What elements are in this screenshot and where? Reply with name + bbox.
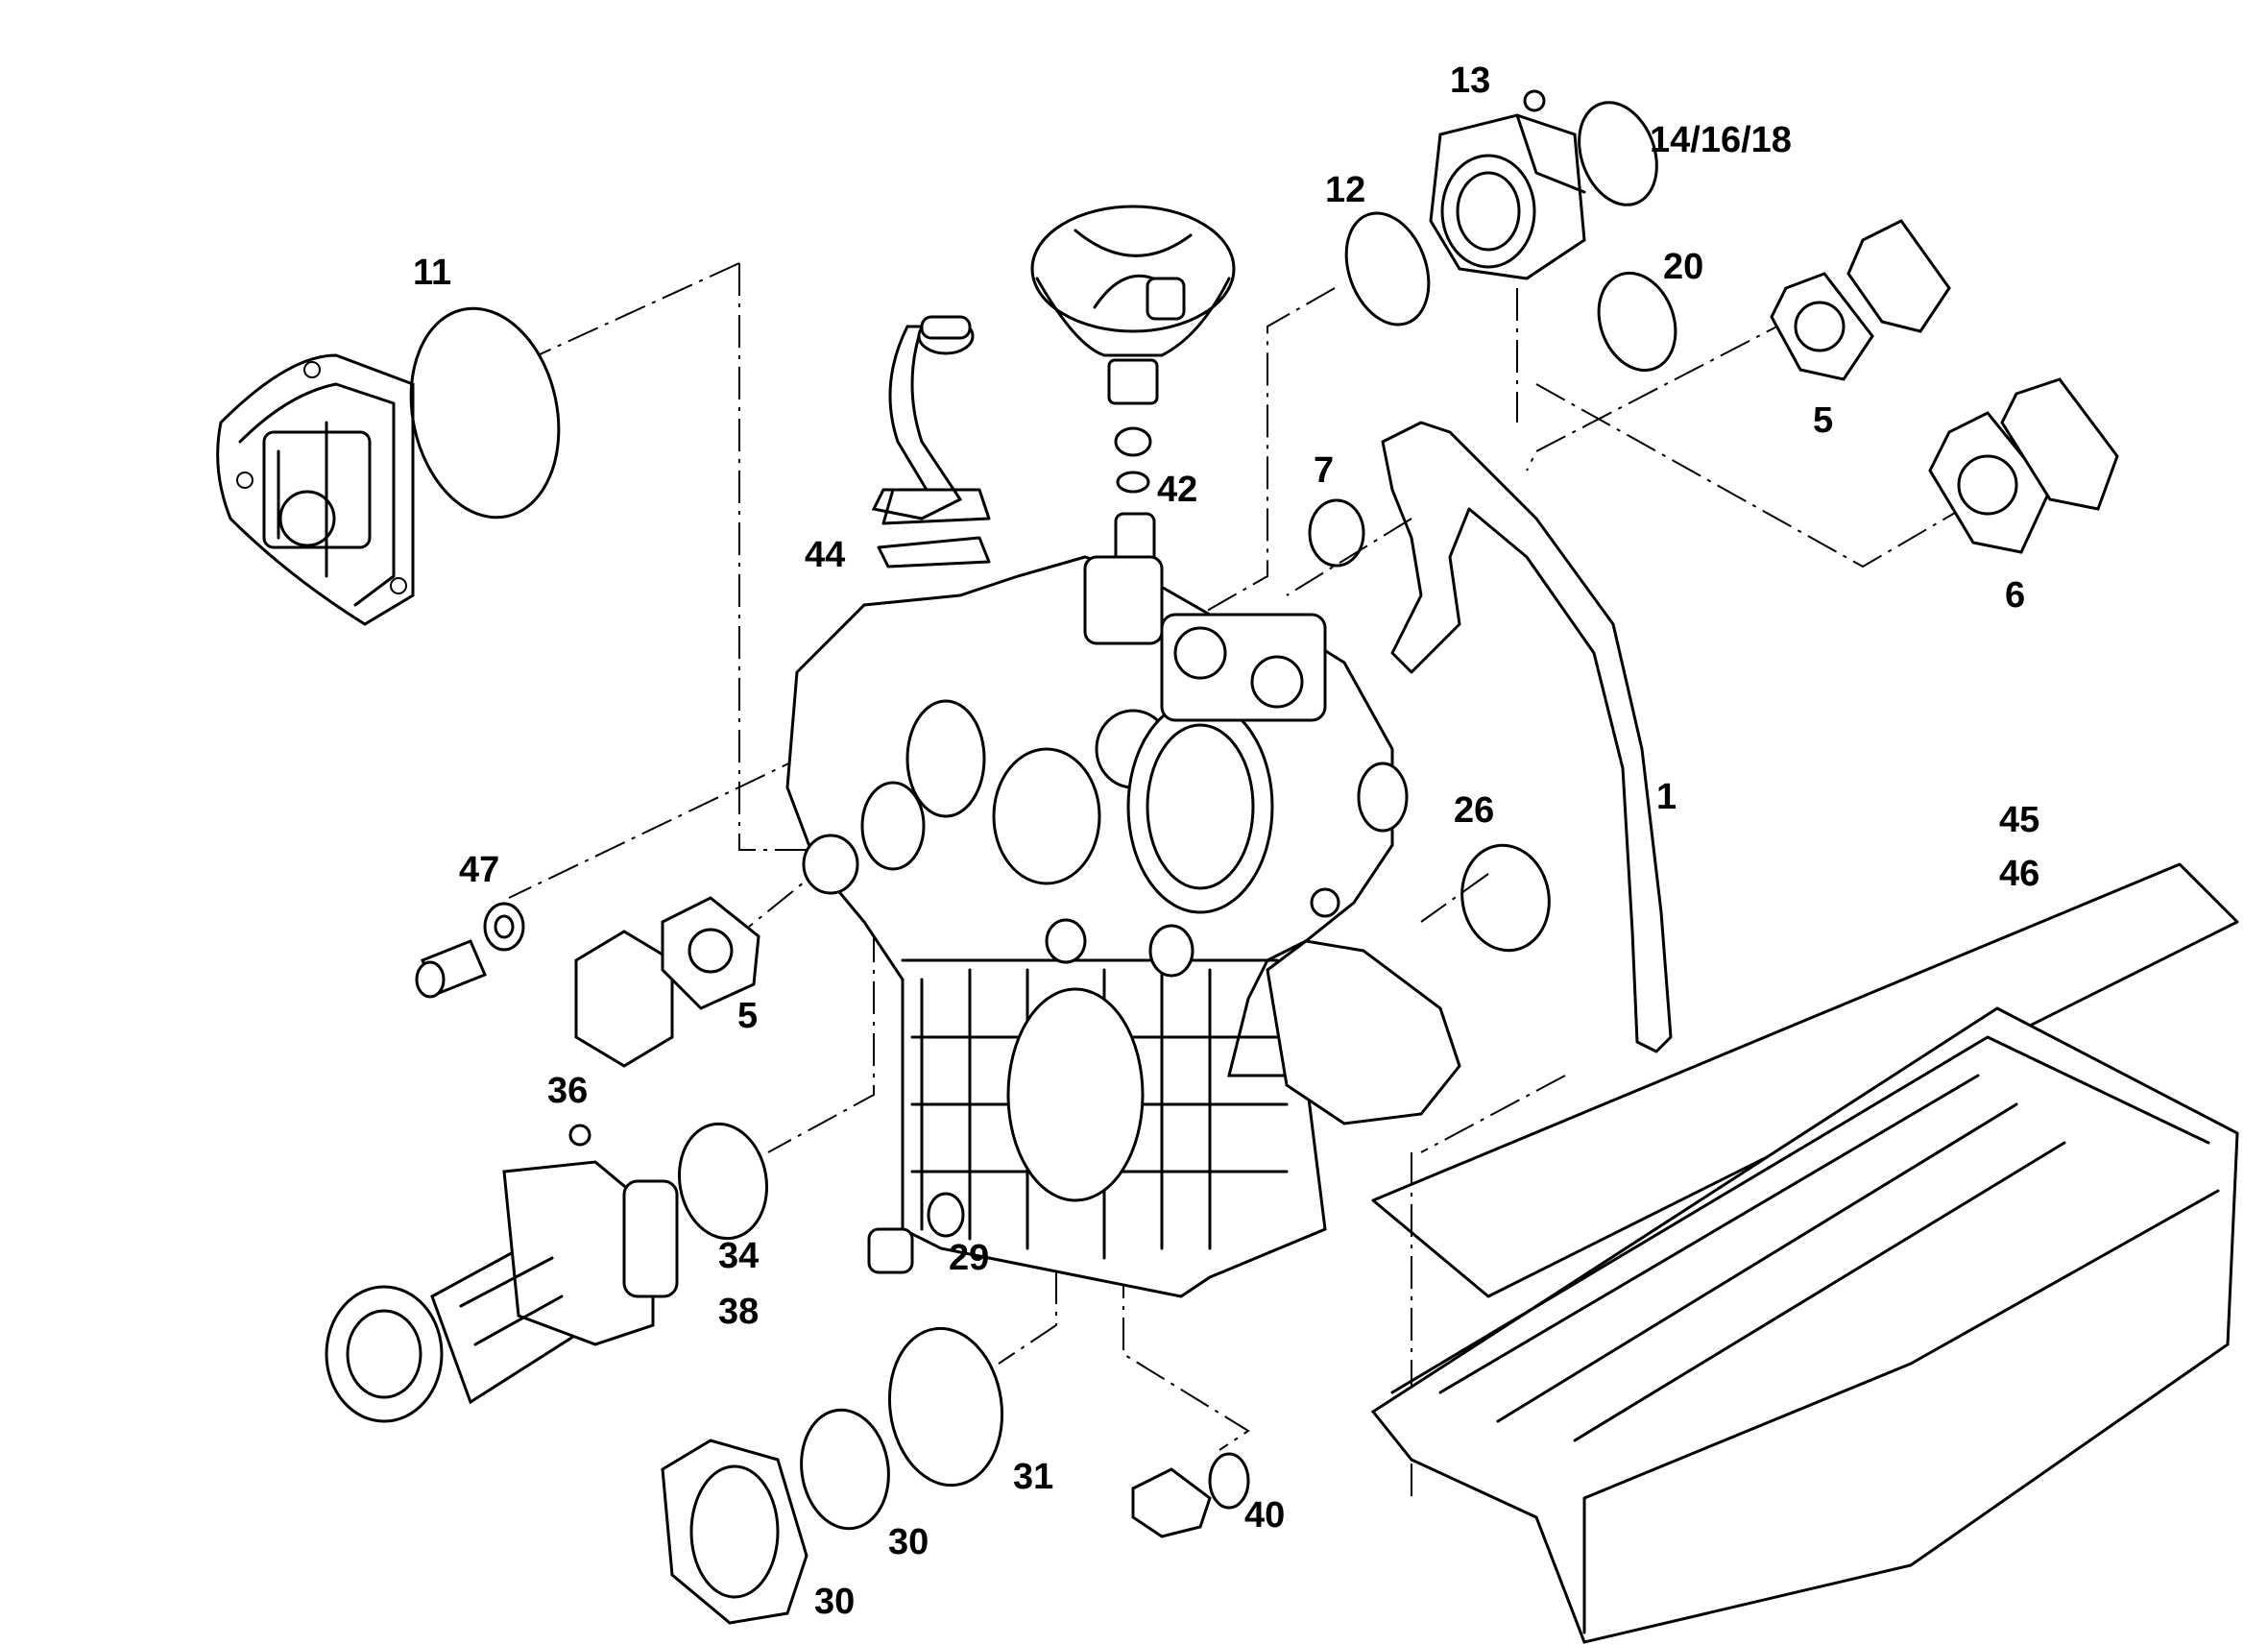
label-11: 11 — [413, 253, 451, 293]
part-26-o-ring — [1460, 843, 1551, 953]
part-42-breather — [1030, 205, 1236, 583]
label-26: 26 — [1454, 790, 1494, 831]
label-44: 44 — [805, 535, 845, 575]
label-31: 31 — [1013, 1457, 1053, 1497]
part-13-washer — [1523, 89, 1546, 112]
part-45-46-gasket — [1371, 862, 2239, 1298]
part-1-gasket — [1381, 421, 1673, 1053]
part-14-16-18-ring — [1578, 101, 1658, 206]
label-14-16-18: 14/16/18 — [1650, 120, 1792, 160]
part-11-cover — [216, 353, 415, 626]
label-6: 6 — [2005, 575, 2025, 616]
part-47-plug — [415, 902, 525, 999]
label-13: 13 — [1450, 60, 1490, 101]
part-20-o-ring — [1597, 271, 1677, 373]
part-11-o-ring — [409, 306, 561, 520]
part-44-tube — [871, 315, 991, 568]
label-5-right: 5 — [1813, 400, 1833, 441]
label-7: 7 — [1314, 450, 1334, 491]
label-5-left: 5 — [737, 996, 758, 1036]
part-5-plate-right — [1770, 219, 1951, 381]
part-14-housing — [1429, 113, 1586, 280]
label-1: 1 — [1656, 777, 1677, 817]
label-20: 20 — [1663, 247, 1703, 287]
part-7-ring — [1308, 498, 1365, 568]
label-38: 38 — [718, 1292, 759, 1332]
label-47: 47 — [459, 850, 499, 890]
label-46: 46 — [1999, 854, 2039, 894]
part-40-flange — [1131, 1452, 1250, 1538]
callouts: 13 14/16/18 12 20 11 5 7 42 44 6 1 26 45… — [413, 60, 2039, 1622]
part-36-washer — [568, 1124, 591, 1147]
label-30-lower: 30 — [814, 1582, 855, 1622]
part-12-o-ring — [1344, 211, 1431, 327]
label-45: 45 — [1999, 800, 2039, 840]
part-5-plate-left — [574, 896, 760, 1068]
label-42: 42 — [1157, 470, 1197, 510]
part-30-seal-housing — [661, 1439, 808, 1625]
part-30-seal — [800, 1408, 890, 1531]
part-31-o-ring — [887, 1326, 1004, 1488]
gear-shaft-assembly — [325, 1160, 679, 1423]
label-34: 34 — [718, 1236, 759, 1276]
label-12: 12 — [1325, 170, 1365, 210]
engine-housing — [785, 555, 1461, 1298]
oil-pan — [1370, 1006, 2239, 1644]
part-29-plug — [867, 1192, 965, 1274]
label-36: 36 — [547, 1071, 588, 1111]
part-6-plate — [1928, 377, 2119, 554]
label-30-upper: 30 — [888, 1522, 929, 1562]
part-34-38-ring — [677, 1122, 769, 1241]
label-40: 40 — [1244, 1495, 1285, 1536]
label-29: 29 — [949, 1238, 989, 1278]
